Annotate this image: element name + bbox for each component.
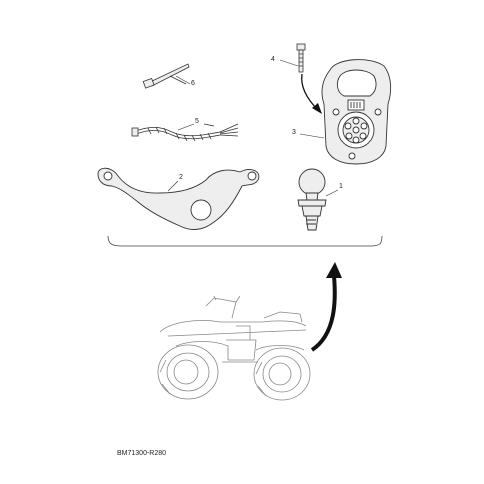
callout-1: 1 [339,183,343,190]
part-socket [321,59,392,165]
leader-lines [167,59,339,197]
part-hitch-ball [297,168,327,231]
arrow-bolt-to-socket [301,73,322,114]
arrow-vehicle-to-parts [310,262,342,352]
callout-5: 5 [195,118,199,125]
group-bracket [107,235,383,247]
callout-4: 4 [271,56,275,63]
part-bracket [97,167,260,230]
callout-2: 2 [179,174,183,181]
callout-6: 6 [191,80,195,87]
part-cable-tie [142,63,190,89]
part-wire-harness [131,123,239,142]
callout-3: 3 [292,129,296,136]
part-bolt [296,43,306,73]
atv-outline [157,295,311,401]
drawing-code: BM71300-R280 [117,450,167,457]
